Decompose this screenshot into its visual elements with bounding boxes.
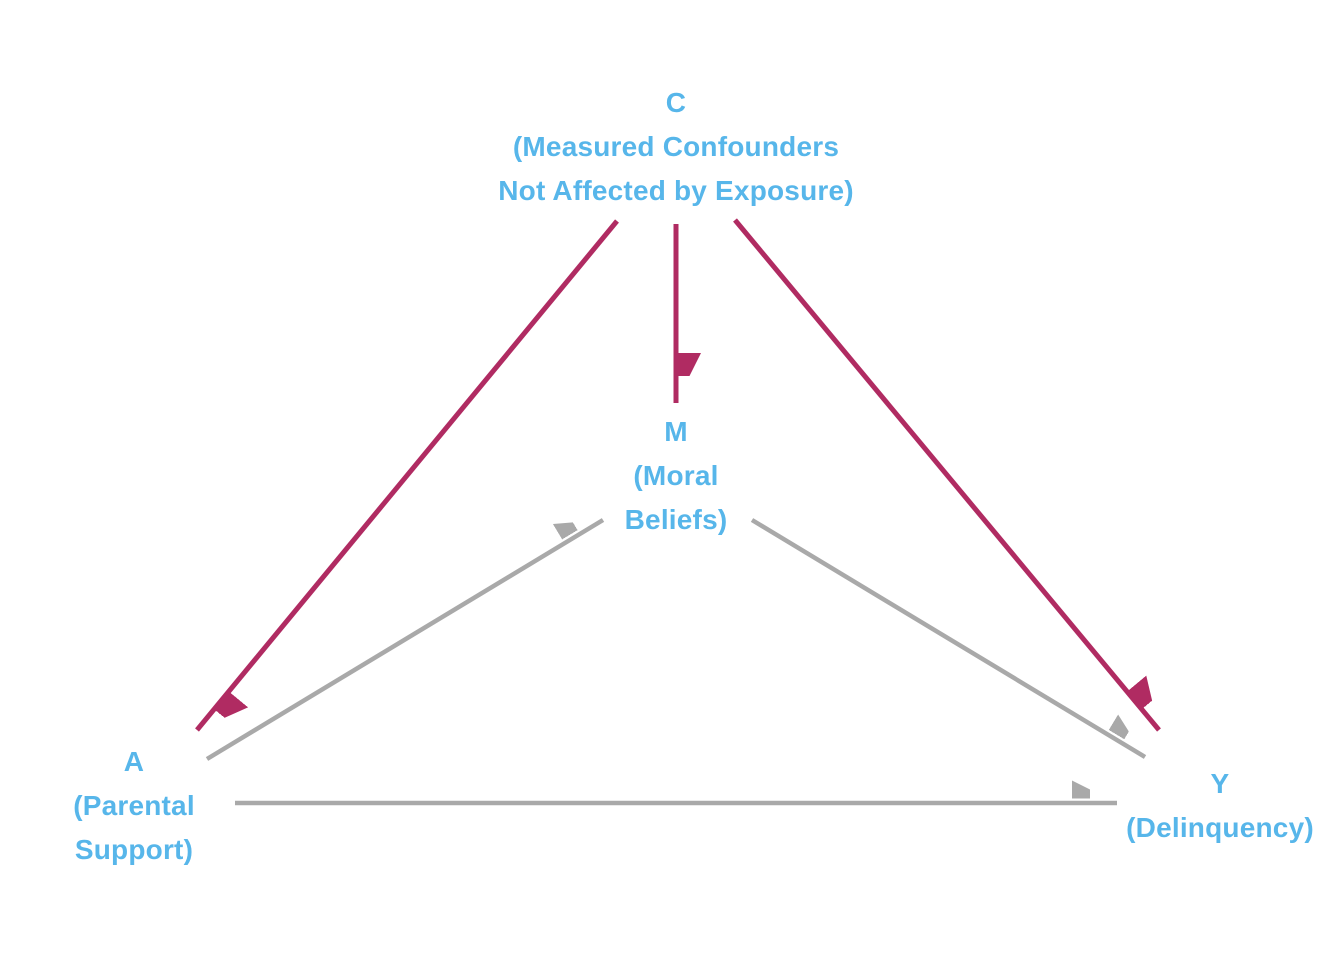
node-mediator: M (Moral Beliefs) <box>625 410 728 542</box>
node-sublabel-line: (Moral <box>633 460 719 491</box>
node-confounders: C (Measured Confounders Not Affected by … <box>498 81 854 213</box>
node-outcome: Y (Delinquency) <box>1126 762 1314 850</box>
edge-M-to-Y <box>750 518 1147 759</box>
edge-C-to-A <box>195 219 619 732</box>
node-label: C <box>665 87 687 118</box>
node-label: M <box>664 416 688 447</box>
node-sublabel-line: Support) <box>74 834 194 865</box>
node-sublabel-line: (Measured Confounders <box>512 131 840 162</box>
node-label: A <box>123 746 145 777</box>
edge-A-to-M <box>205 518 605 761</box>
node-sublabel-line: Not Affected by Exposure) <box>498 175 854 206</box>
edge-C-to-Y <box>733 218 1161 732</box>
node-label: Y <box>1210 768 1230 799</box>
node-exposure: A (Parental Support) <box>73 740 195 872</box>
node-sublabel-line: Beliefs) <box>624 504 728 535</box>
node-sublabel-line: (Delinquency) <box>1126 812 1314 843</box>
node-sublabel-line: (Parental <box>73 790 195 821</box>
